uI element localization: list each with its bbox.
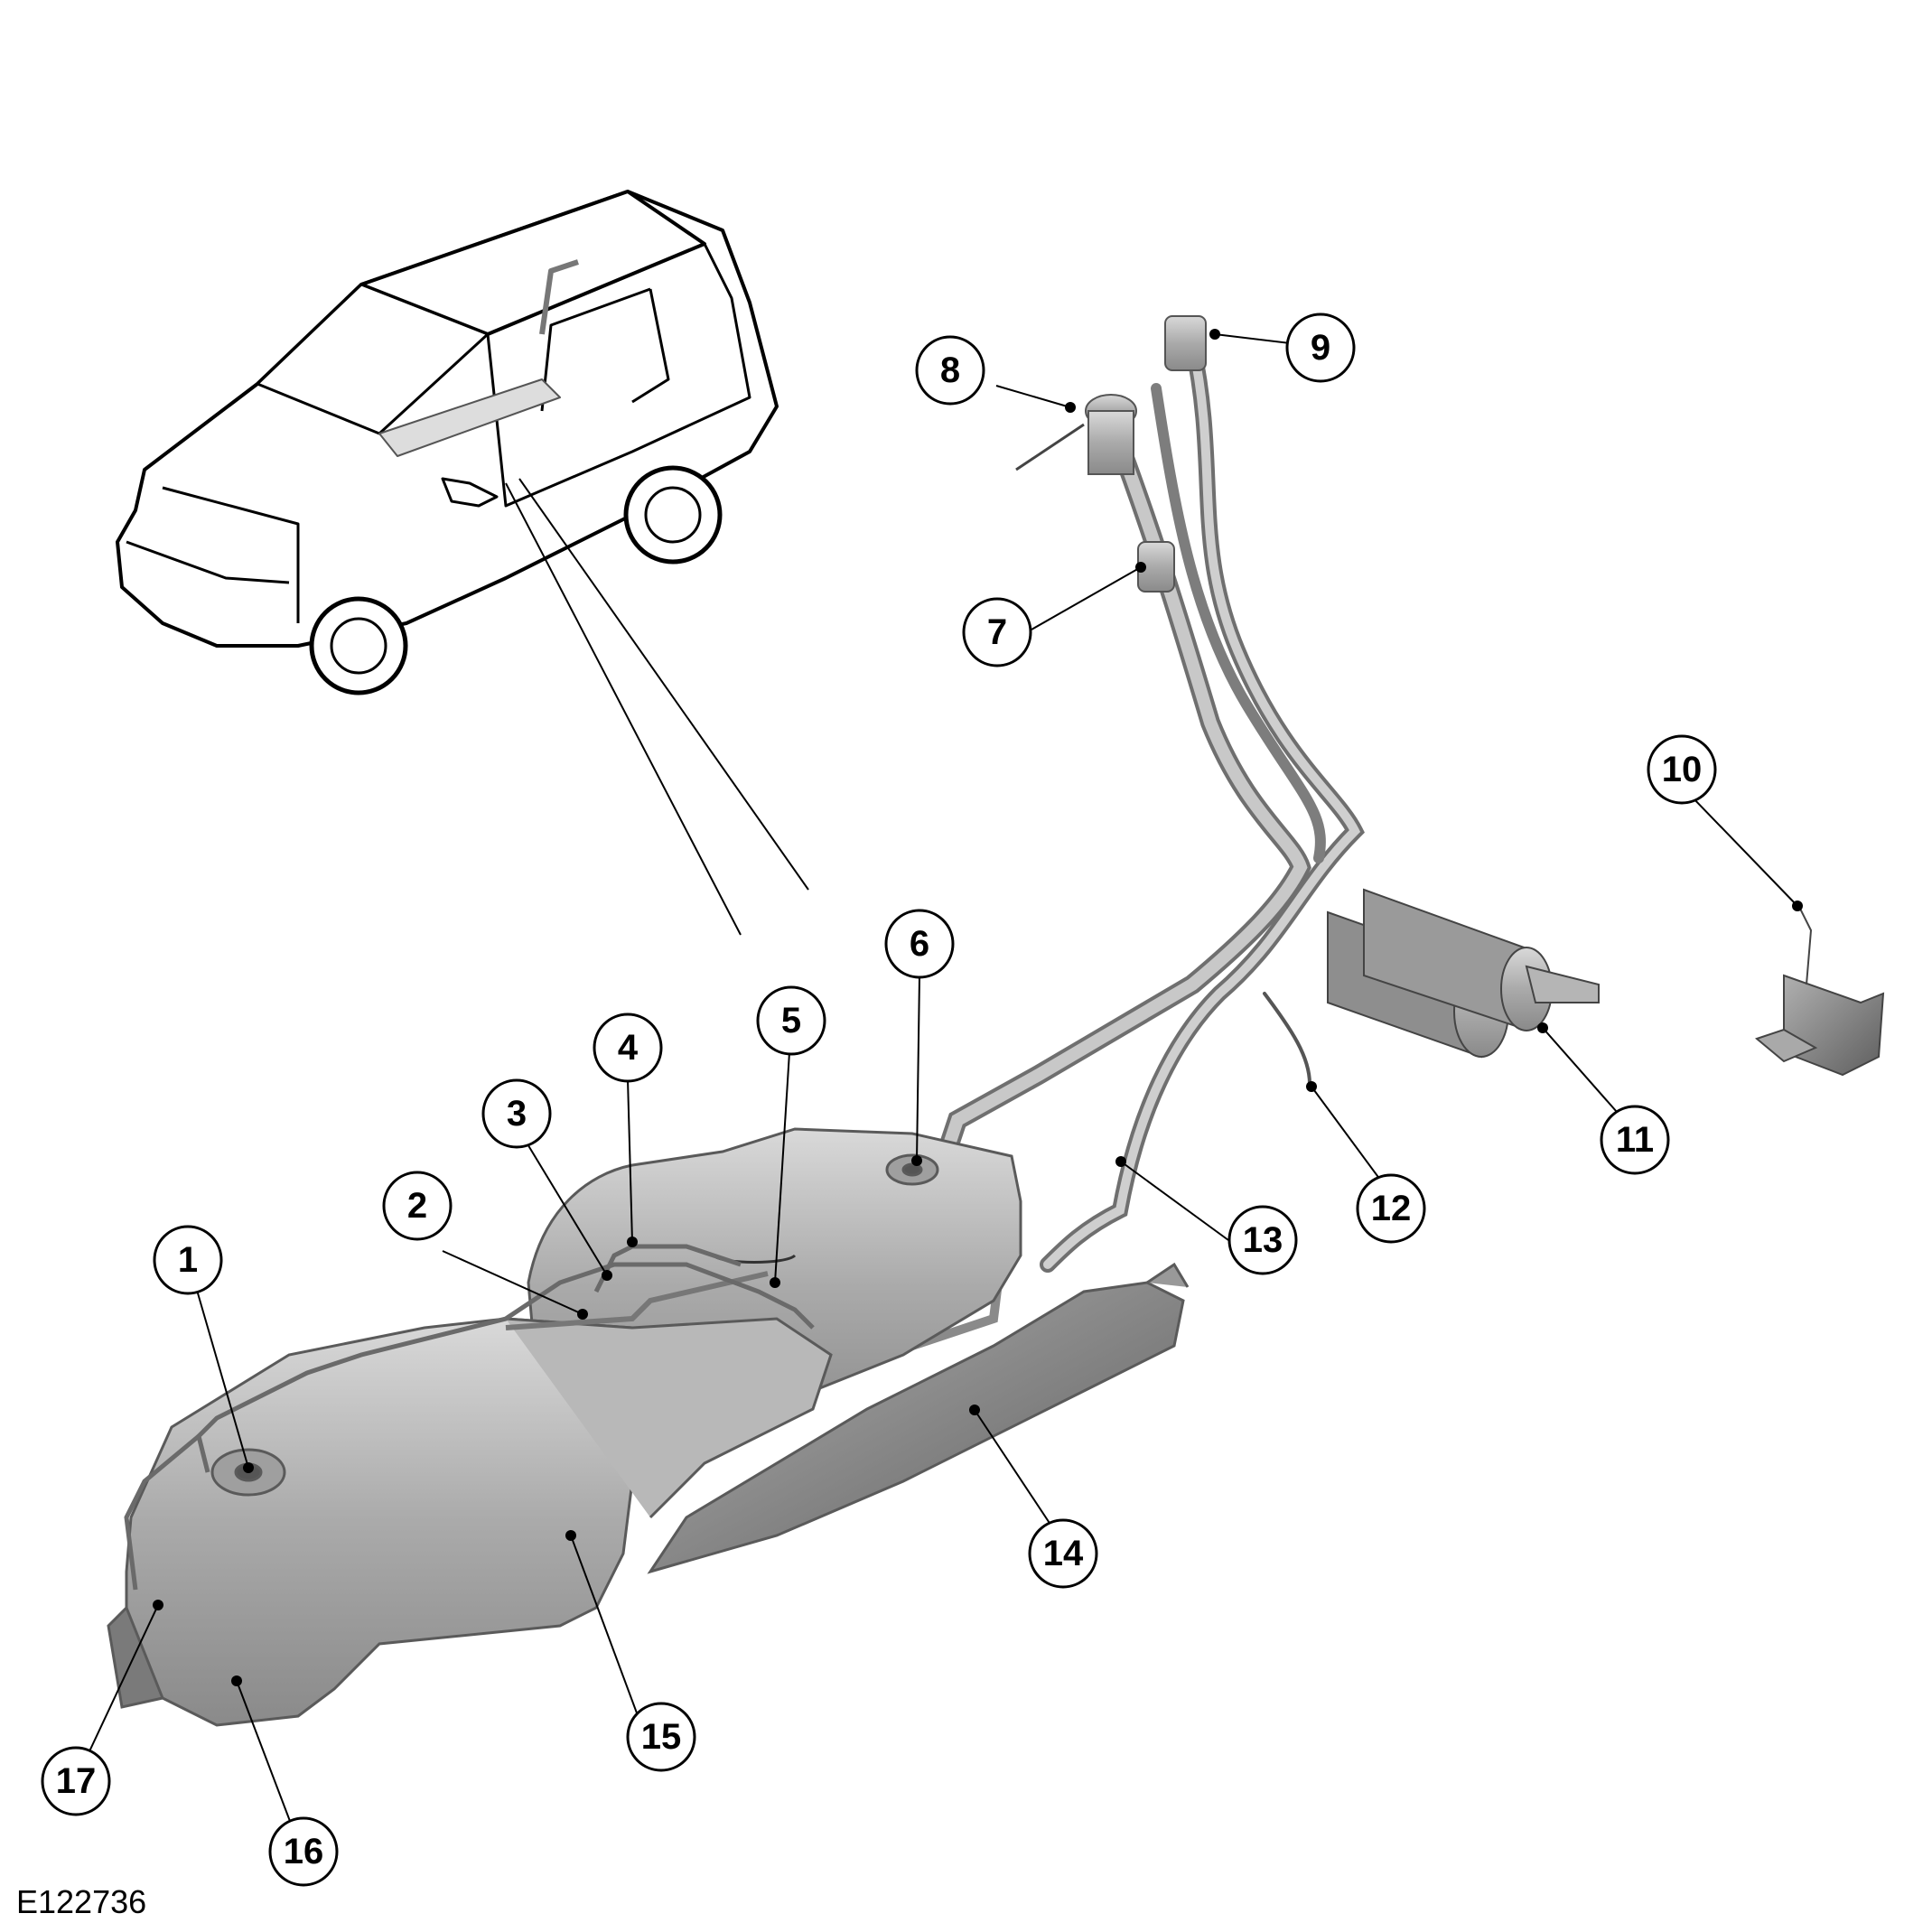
callout-17: 17: [41, 1746, 111, 1816]
svg-text:14: 14: [1043, 1534, 1084, 1573]
callout-16: 16: [268, 1816, 339, 1887]
callout-4: 4: [593, 1013, 663, 1083]
svg-text:10: 10: [1662, 750, 1703, 789]
svg-text:13: 13: [1243, 1220, 1283, 1260]
callout-3: 3: [481, 1078, 552, 1149]
callout-13: 13: [1227, 1205, 1298, 1275]
svg-text:16: 16: [284, 1832, 324, 1871]
svg-text:3: 3: [507, 1094, 527, 1134]
svg-text:6: 6: [910, 924, 929, 964]
leader-lines: [75, 333, 1798, 1855]
callout-14: 14: [1028, 1518, 1098, 1589]
callout-7: 7: [962, 597, 1032, 667]
svg-text:5: 5: [781, 1001, 801, 1041]
fuel-tank: [107, 1127, 1190, 1727]
leader-dots: [153, 329, 1803, 1686]
callout-10: 10: [1647, 734, 1717, 805]
svg-text:1: 1: [178, 1240, 198, 1280]
callout-11: 11: [1600, 1105, 1670, 1175]
callout-8: 8: [915, 335, 985, 406]
svg-text:4: 4: [618, 1028, 639, 1068]
callout-15: 15: [626, 1702, 696, 1772]
callout-5: 5: [756, 985, 826, 1056]
callout-2: 2: [382, 1171, 453, 1241]
mounting-bracket: [1754, 902, 1885, 1077]
svg-text:8: 8: [940, 350, 960, 390]
callout-9: 9: [1285, 313, 1356, 383]
callout-12: 12: [1356, 1173, 1426, 1244]
leader-line-vehicle-a: [505, 482, 742, 936]
svg-text:9: 9: [1311, 328, 1330, 368]
figure-id: E122736: [16, 1883, 147, 1920]
svg-text:15: 15: [641, 1717, 682, 1757]
vehicle-illustration: [116, 190, 779, 695]
evap-canisters: [1327, 888, 1600, 1059]
svg-text:17: 17: [56, 1761, 97, 1801]
callout-6: 6: [884, 909, 955, 979]
leader-line-vehicle-b: [518, 478, 809, 891]
svg-text:7: 7: [987, 612, 1007, 652]
callout-1: 1: [153, 1225, 223, 1295]
svg-text:2: 2: [407, 1186, 427, 1226]
vent-valve: [1164, 315, 1207, 371]
tether-strap: [1015, 423, 1085, 471]
svg-text:12: 12: [1371, 1189, 1412, 1228]
filler-neck-body: [1087, 410, 1134, 475]
svg-text:11: 11: [1616, 1120, 1654, 1160]
